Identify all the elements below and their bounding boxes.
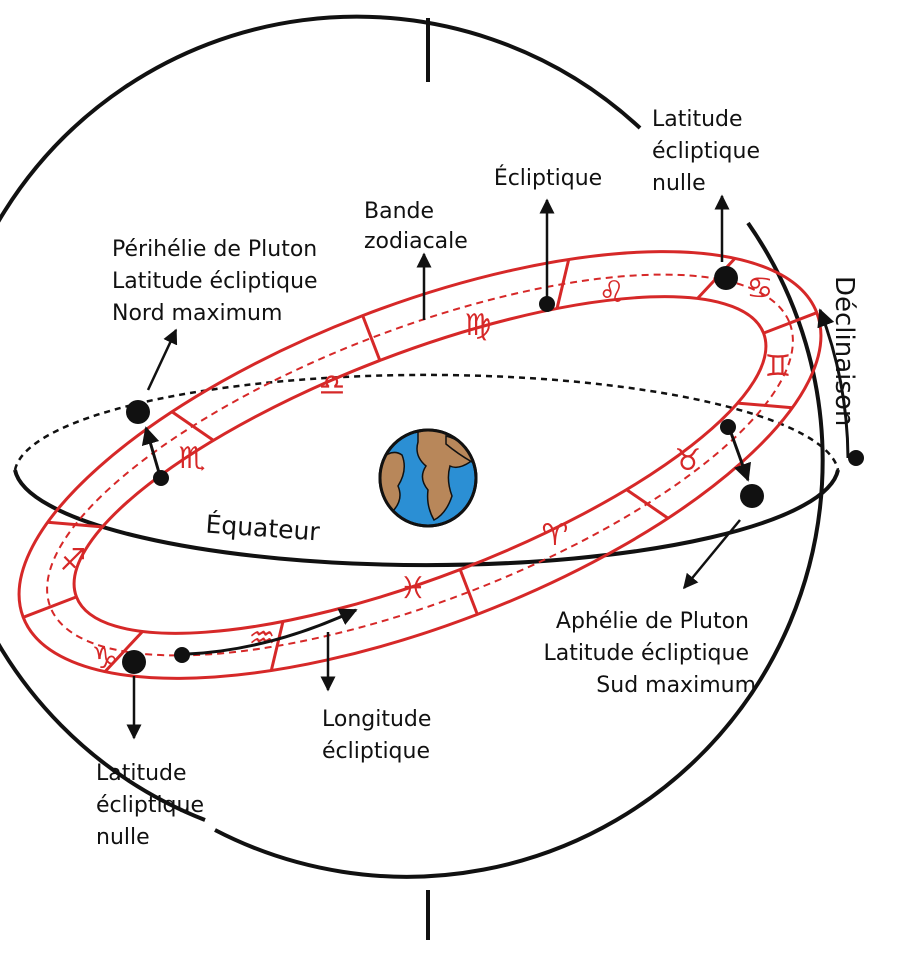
zodiac-leo: ♌ [599,275,626,310]
label-longitude-line1: Longitude [322,707,431,732]
zodiac-sagittarius: ♐ [60,543,87,578]
label-longitude: Longitude écliptique [322,707,438,764]
longitude-arrow [187,608,358,656]
perihelion-ecliptic-dot [153,470,169,486]
zodiac-aries: ♈ [542,518,569,553]
label-perihelie-line1: Périhélie de Pluton [112,237,317,262]
equator-back [13,373,840,471]
ecliptique-dot [539,296,555,312]
latitude-nulle-top-dot [714,266,738,290]
earth-icon [378,428,478,528]
label-bande-line2: zodiacale [364,229,468,254]
label-latitude-nulle-top: Latitude écliptique nulle [652,107,767,196]
label-aphelie: Aphélie de Pluton Latitude écliptique Su… [543,609,756,698]
zodiac-libra: ♎ [319,368,346,403]
zodiac-scorpio: ♏ [179,441,206,476]
zodiac-pisces: ♓ [400,571,427,606]
aphelion-label-pointer [683,519,741,590]
perihelion-dot [126,400,150,424]
declinaison-arrow [817,308,850,459]
zodiac-band [17,250,823,680]
label-aphelie-line2: Latitude écliptique [543,641,749,666]
label-bande-line1: Bande [364,199,434,224]
zodiac-virgo: ♍ [465,308,492,343]
label-perihelie: Périhélie de Pluton Latitude écliptique … [112,237,325,326]
label-bande-zodiacale: Bande zodiacale [364,199,468,254]
zodiac-cancer: ♋ [747,271,774,306]
label-latitude-nulle-bottom-line1: Latitude [96,761,187,786]
label-equateur: Équateur [205,510,322,547]
label-longitude-line2: écliptique [322,739,430,764]
perihelion-label-pointer [146,328,178,391]
perihelion-latitude-arrow [141,426,162,477]
label-declinaison: Déclinaison [829,276,859,426]
aphelion-latitude-arrow [728,429,751,482]
label-aphelie-line3: Sud maximum [596,673,756,698]
zodiac-gemini: ♊ [765,349,792,384]
declinaison-dot [848,450,864,466]
band-dividers [22,257,818,673]
zodiac-aquarius: ♒ [249,621,276,656]
label-latitude-nulle-top-line3: nulle [652,171,706,196]
label-latitude-nulle-bottom-line3: nulle [96,825,150,850]
longitude-dot [174,647,190,663]
latitude-nulle-bottom-dot [122,650,146,674]
label-perihelie-line3: Nord maximum [112,301,282,326]
aphelion-ecliptic-dot [720,419,736,435]
sphere-outline-right [214,221,825,879]
label-aphelie-line1: Aphélie de Pluton [556,609,749,634]
label-latitude-nulle-top-line2: écliptique [652,139,760,164]
label-latitude-nulle-bottom: Latitude écliptique nulle [96,761,211,850]
zodiac-capricorn: ♑ [92,641,119,676]
zodiac-taurus: ♉ [675,443,702,478]
label-latitude-nulle-bottom-line2: écliptique [96,793,204,818]
zodiac-symbols: ♌ ♋ ♍ ♎ ♏ ♐ ♑ ♒ ♓ ♈ ♉ ♊ [60,271,792,676]
label-latitude-nulle-top-line1: Latitude [652,107,743,132]
sphere-outline-left [0,14,642,822]
label-ecliptique: Écliptique [494,165,602,191]
equator-front [13,469,840,568]
label-perihelie-line2: Latitude écliptique [112,269,318,294]
aphelion-dot [740,484,764,508]
